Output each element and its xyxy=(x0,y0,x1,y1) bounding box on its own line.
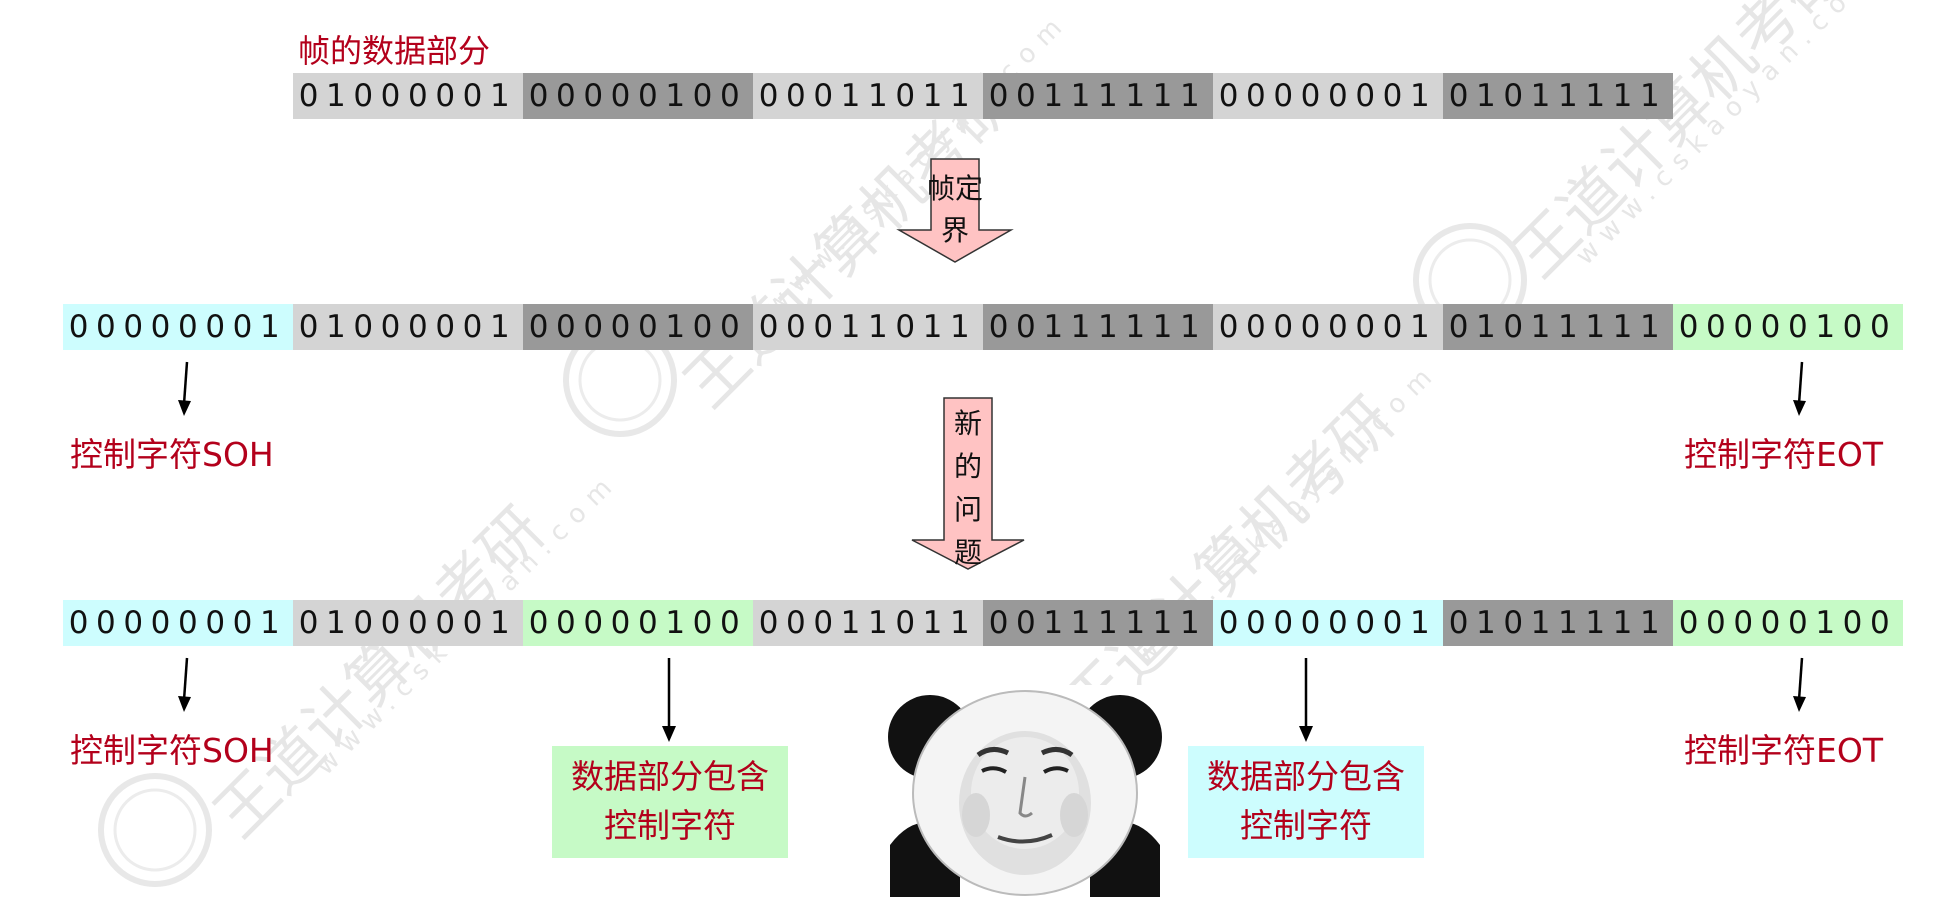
frame-delimit-line2: 界 xyxy=(940,214,969,247)
eot-label: 控制字符EOT xyxy=(1684,435,1883,474)
data-contains-line1: 数据部分包含 xyxy=(571,757,769,796)
row3-byte: 00011011 xyxy=(753,600,983,646)
pointer-arrow-icon xyxy=(178,657,191,712)
watermark-logo-icon xyxy=(98,773,212,887)
row3-byte: 00000001 xyxy=(63,600,293,646)
row1-byte: 00000100 xyxy=(523,73,753,119)
row2-byte: 01011111 xyxy=(1443,304,1673,350)
new-problem-char: 问 xyxy=(953,493,982,526)
pointer-arrow-icon xyxy=(1793,361,1806,416)
soh-label: 控制字符SOH xyxy=(70,435,274,474)
row3-byte: 01011111 xyxy=(1443,600,1673,646)
row3-byte: 00000100 xyxy=(523,600,753,646)
row3-byte: 01000001 xyxy=(293,600,523,646)
frame-delimit-line1: 帧定 xyxy=(926,172,983,205)
row1-byte: 00111111 xyxy=(983,73,1213,119)
panda-face-meme-icon xyxy=(880,685,1170,897)
new-problem-char: 的 xyxy=(953,450,982,483)
row1-byte: 00000001 xyxy=(1213,73,1443,119)
pointer-arrow-icon xyxy=(662,658,676,742)
row3-byte: 00000001 xyxy=(1213,600,1443,646)
row2-byte: 00000001 xyxy=(1213,304,1443,350)
new-problem-char: 新 xyxy=(953,407,982,440)
watermark-text: 王道计算机考研 xyxy=(199,493,559,852)
frame-data-title: 帧的数据部分 xyxy=(298,32,491,70)
data-contains-control-box: 数据部分包含 控制字符 xyxy=(552,746,788,858)
eot-label: 控制字符EOT xyxy=(1684,731,1883,770)
data-contains-line2: 控制字符 xyxy=(604,806,736,845)
row1-byte: 01000001 xyxy=(293,73,523,119)
data-contains-line1: 数据部分包含 xyxy=(1207,757,1405,796)
frame-delimit-label: 帧定 界 xyxy=(905,168,1005,252)
row3-byte: 00111111 xyxy=(983,600,1213,646)
row2-byte: 01000001 xyxy=(293,304,523,350)
row3-byte: 00000100 xyxy=(1673,600,1903,646)
row1-byte: 00011011 xyxy=(753,73,983,119)
pointer-arrow-icon xyxy=(1793,657,1806,712)
data-contains-line2: 控制字符 xyxy=(1240,806,1372,845)
soh-label: 控制字符SOH xyxy=(70,731,274,770)
data-contains-control-box: 数据部分包含 控制字符 xyxy=(1188,746,1424,858)
down-arrow-icon xyxy=(911,397,1025,570)
pointer-arrow-icon xyxy=(1299,658,1313,742)
pointer-arrow-icon xyxy=(178,361,191,416)
row1-byte: 01011111 xyxy=(1443,73,1673,119)
row2-byte: 00011011 xyxy=(753,304,983,350)
new-problem-char: 题 xyxy=(953,536,982,569)
down-arrow-icon xyxy=(896,158,1014,263)
row2-byte: 00000001 xyxy=(63,304,293,350)
row2-byte: 00111111 xyxy=(983,304,1213,350)
row2-byte: 00000100 xyxy=(523,304,753,350)
new-problem-label: 新 的 问 题 xyxy=(918,402,1018,574)
row2-byte: 00000100 xyxy=(1673,304,1903,350)
